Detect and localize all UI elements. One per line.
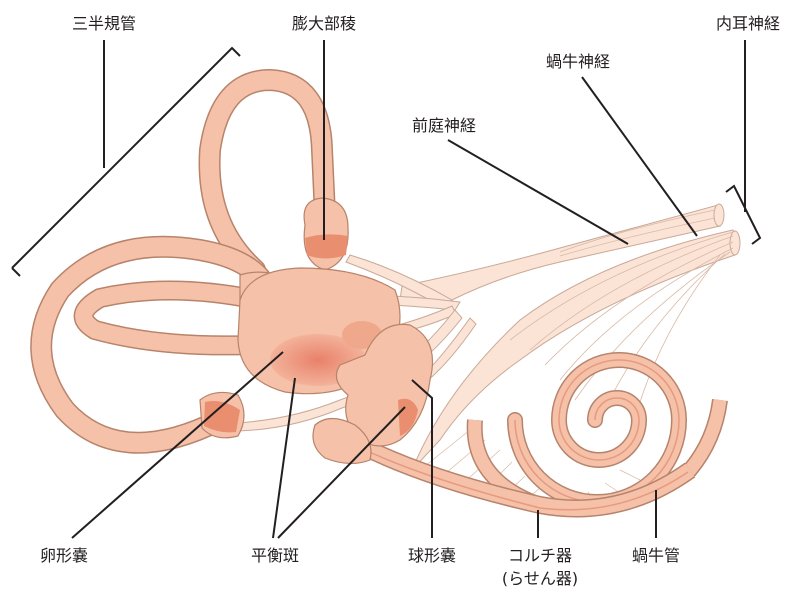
label-ampullary-crest: 膨大部稜 [292,14,356,34]
label-vestibulocochlear-nerve: 内耳神経 [716,14,780,34]
label-organ-of-corti-alt: (らせん器) [502,569,578,589]
label-cochlear-nerve: 蝸牛神経 [546,52,610,72]
label-saccule: 球形嚢 [408,546,456,566]
label-vestibular-nerve: 前庭神経 [412,116,476,136]
label-organ-of-corti: コルチ器 [508,546,572,566]
label-cochlear-duct: 蝸牛管 [632,546,680,566]
label-utricle: 卵形嚢 [40,546,88,566]
label-semicircular-canals: 三半規管 [72,14,136,34]
label-macula: 平衡斑 [251,546,299,566]
